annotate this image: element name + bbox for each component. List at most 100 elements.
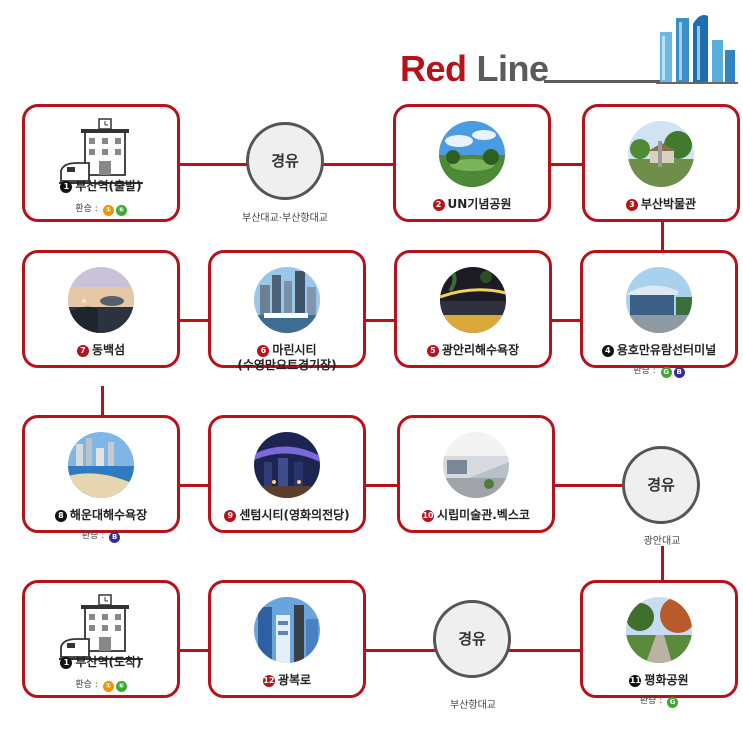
stop-number-badge: 11: [629, 675, 642, 687]
stop-number-badge: 1: [60, 181, 73, 193]
connector-line: [366, 319, 398, 322]
via-label: 경유: [458, 630, 486, 648]
transfer-line-badge-green: G: [660, 367, 672, 378]
connector-line: [553, 484, 623, 487]
transfer-line-badge-green: G: [667, 697, 679, 708]
via-caption-gwangan-bridge: 광안대교: [643, 536, 681, 547]
stop-number-badge: 2: [432, 199, 445, 211]
stop-name: 마린시티: [272, 343, 317, 357]
via-node-busan-harbor-bridge: 경유: [433, 600, 511, 678]
transfer-line-badge-blue: B: [109, 532, 121, 543]
stop-name: UN기념공원: [447, 197, 512, 211]
connector-line: [549, 163, 585, 166]
train-station-icon: [59, 594, 143, 660]
marine-city-photo: [254, 267, 320, 333]
dongbaekseom-photo: [68, 267, 134, 333]
transfer-line-badge-green: ⑥: [115, 681, 127, 692]
stop-name: 시립미술관.벡스코: [437, 508, 530, 522]
transfer-line-badge-blue: B: [673, 367, 685, 378]
connector-line: [180, 319, 212, 322]
stop-name: 용호만유람선터미널: [616, 343, 717, 357]
train-station-icon: [59, 118, 143, 184]
route-title-red: Red: [400, 48, 467, 89]
connector-line: [661, 546, 664, 580]
transfer-label: 환승 :: [81, 531, 105, 541]
stop-name: 부산역(도착): [75, 655, 142, 669]
transfer-label: 환승 :: [75, 204, 98, 214]
stop-name: 광복로: [277, 673, 312, 687]
connector-line: [366, 484, 400, 487]
transfer-label: 환승 :: [75, 680, 98, 690]
connector-line: [661, 222, 664, 254]
connector-line: [180, 649, 212, 652]
stop-number-badge: 8: [54, 510, 67, 522]
title-underline: [544, 80, 664, 83]
stop-number-badge: 7: [76, 345, 89, 357]
transfer-line-badge-orange: ①: [102, 681, 114, 692]
haeundae-beach-photo: [68, 432, 134, 498]
via-label: 경유: [647, 476, 675, 494]
stop-name: 부산박물관: [640, 197, 697, 211]
transfer-label: 환승 :: [633, 366, 656, 376]
stop-number-badge: 3: [625, 199, 638, 211]
connector-line: [180, 484, 212, 487]
stop-number-badge: 4: [601, 345, 614, 357]
route-title-line: Line: [476, 48, 550, 89]
via-node-gwangan-bridge: 경유: [622, 446, 700, 524]
connector-line: [101, 386, 104, 418]
stop-number-badge: 6: [257, 345, 270, 357]
stop-name: 동백섬: [91, 343, 126, 357]
stop-name: 센텀시티(영화의전당): [239, 508, 350, 522]
transfer-line-badge-green: ⑥: [115, 205, 127, 216]
peace-park-photo: [626, 597, 692, 663]
gwangbok-ro-photo: [254, 597, 320, 663]
stop-name: 광안리해수욕장: [441, 343, 520, 357]
connector-line: [552, 319, 584, 322]
via-label: 경유: [271, 152, 299, 170]
transfer-label: 환승 :: [639, 696, 663, 706]
stop-subname: (수영만요트경기장): [237, 358, 337, 372]
busan-museum-photo: [628, 121, 694, 187]
transfer-info: 환승 : B: [25, 528, 177, 543]
stop-name: 평화공원: [644, 673, 689, 687]
stop-number-badge: 5: [426, 345, 439, 357]
stop-number-badge: 1: [60, 657, 73, 669]
via-caption-busan-harbor-bridge: 부산항대교: [450, 700, 496, 711]
transfer-line-badge-orange: ①: [102, 205, 114, 216]
stop-number-badge: 12: [262, 675, 275, 687]
city-skyline-icon: [656, 15, 738, 84]
centum-city-photo: [254, 432, 320, 498]
stop-name: 부산역(출발): [75, 179, 142, 193]
yongho-terminal-photo: [626, 267, 692, 333]
art-museum-bexco-photo: [443, 432, 509, 498]
transfer-info: 환승 : G: [583, 693, 735, 708]
